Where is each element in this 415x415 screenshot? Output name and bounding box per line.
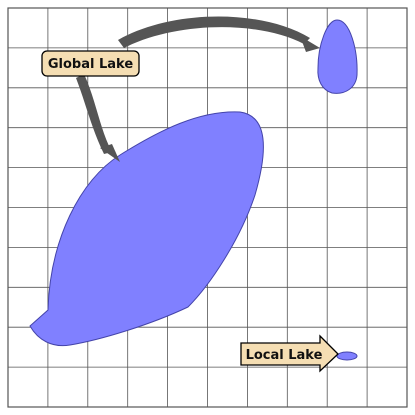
curved-arrow-icon bbox=[76, 74, 120, 162]
local-lake-label: Local Lake bbox=[240, 334, 339, 373]
curved-arrow-icon bbox=[118, 16, 320, 52]
global-lake-label-text: Global Lake bbox=[48, 57, 133, 72]
global-lake-label: Global Lake bbox=[41, 50, 140, 77]
large-lake bbox=[29, 111, 264, 347]
small-lake-top bbox=[317, 19, 358, 94]
tiny-lake bbox=[336, 351, 358, 361]
local-lake-label-text: Local Lake bbox=[246, 348, 323, 363]
right-arrow-callout-icon bbox=[240, 334, 339, 373]
global-lake-label-box bbox=[41, 50, 140, 77]
